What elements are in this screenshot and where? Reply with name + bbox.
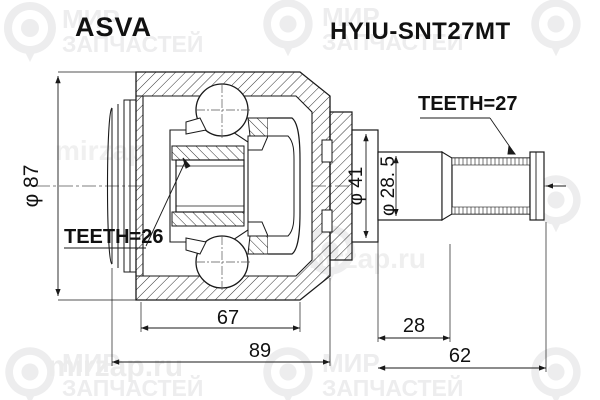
output-shaft — [351, 117, 566, 243]
watermark-logo-icon — [3, 0, 581, 400]
teeth-inner-group: TEETH=26 — [64, 226, 163, 249]
watermark-ru-line1: МИР — [322, 348, 380, 378]
teeth-outer-label: TEETH=27 — [418, 93, 517, 115]
watermark-ru-line2: ЗАПЧАСТЕЙ — [62, 30, 203, 57]
dimension-89 — [111, 268, 331, 366]
part-number-title: HYIU-SNT27MT — [330, 18, 511, 45]
teeth-outer-group: TEETH=27 — [418, 93, 517, 115]
teeth-inner-label: TEETH=26 — [64, 226, 163, 248]
dimension-label-phi41: φ 41 — [346, 167, 367, 206]
dimension-62 — [378, 222, 547, 372]
watermark-ru-line1: МИР — [322, 2, 380, 32]
dimension-label-67: 67 — [217, 307, 239, 329]
dimension-label-28: 28 — [403, 315, 425, 337]
dimension-label-phi285: φ 28. 5 — [378, 156, 399, 216]
watermark-ru-line2: ЗАПЧАСТЕЙ — [322, 28, 463, 55]
brand-logo-text: ASVA — [75, 12, 153, 42]
watermark-ru-line2: ЗАПЧАСТЕЙ — [62, 374, 203, 400]
dimension-label-phi87: φ 87 — [20, 165, 43, 208]
cv-joint-housing — [106, 71, 353, 301]
dimension-label-62: 62 — [449, 345, 471, 367]
dimension-67 — [140, 302, 301, 332]
dimension-28 — [377, 222, 451, 342]
watermark-ru-line1: МИР — [62, 4, 120, 34]
watermark-ru-line1: МИР — [62, 348, 120, 378]
watermark-ru-line2: ЗАПЧАСТЕЙ — [322, 374, 463, 400]
dimension-label-89: 89 — [249, 340, 271, 362]
dimension-phi87 — [55, 71, 140, 301]
watermark-domain: mirzap.ru — [48, 350, 183, 383]
